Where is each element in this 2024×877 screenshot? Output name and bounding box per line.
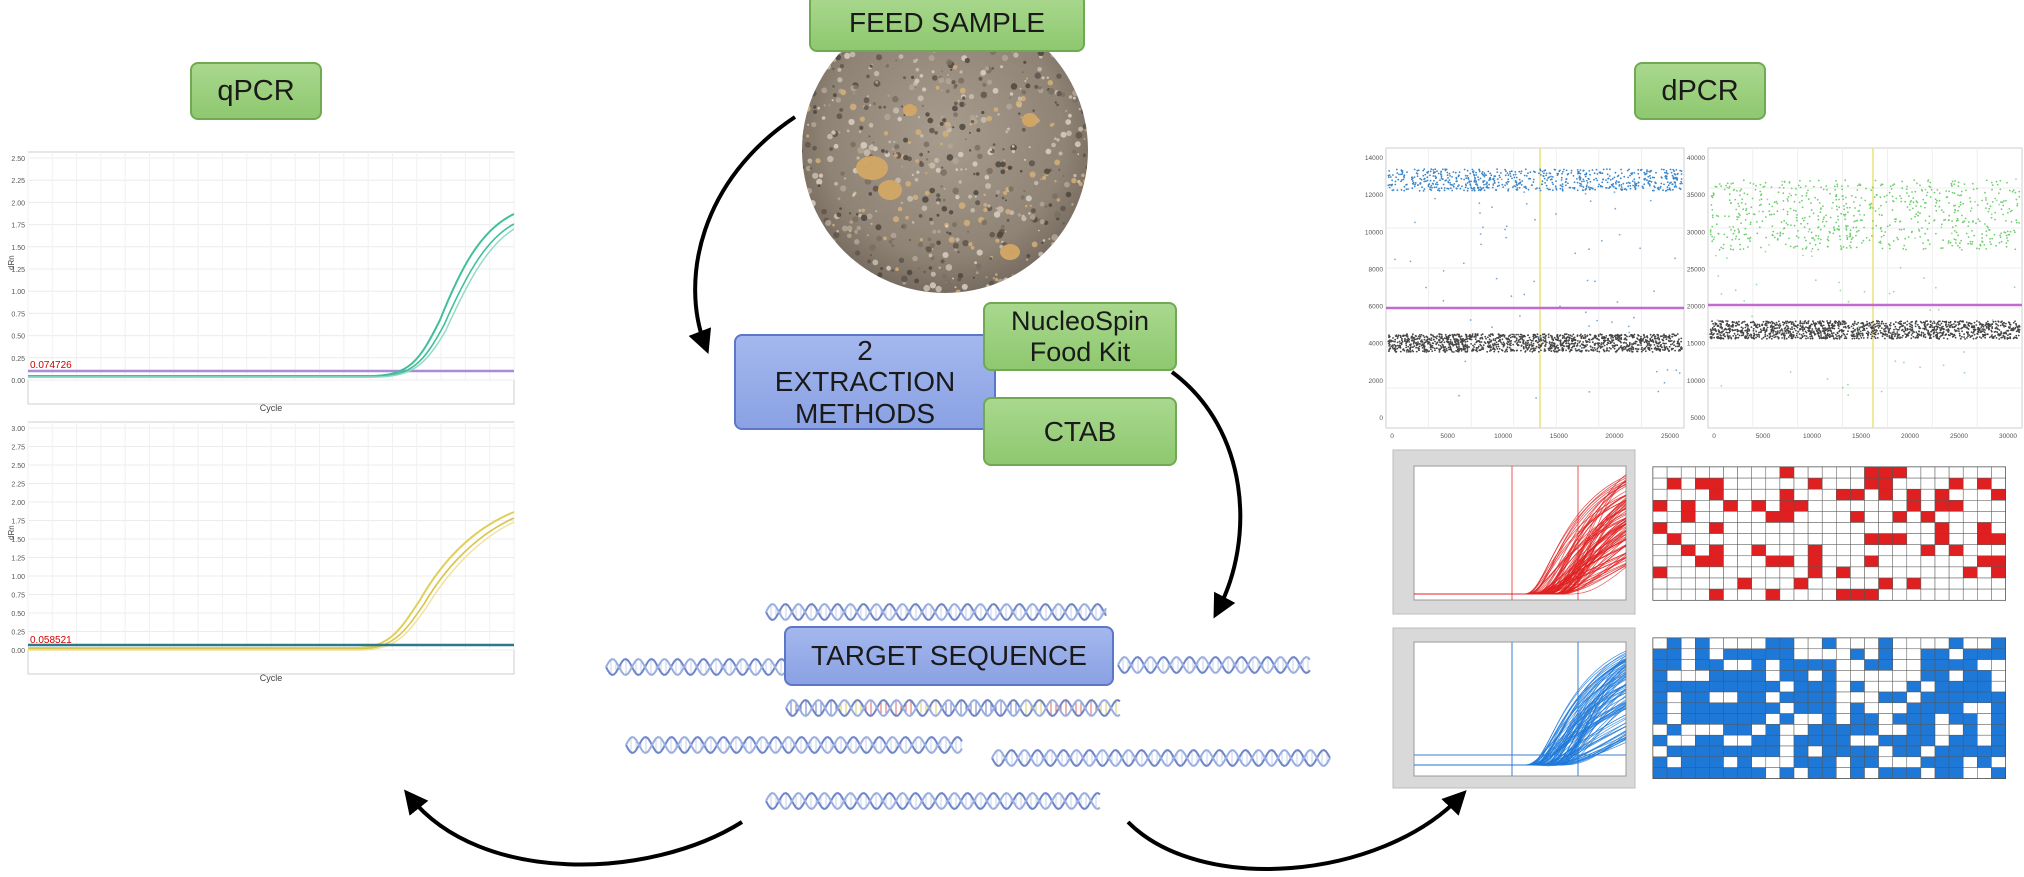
dpcr-x-tick: 0 <box>1390 433 1394 440</box>
qpcr-y-tick: 0.00 <box>11 378 25 385</box>
qpcr-y-tick: 0.50 <box>11 611 25 618</box>
qpcr-y-tick: 2.00 <box>11 500 25 507</box>
dpcr-y-tick: 20000 <box>1687 304 1705 311</box>
arrow-feed-to-extraction <box>688 115 797 354</box>
qpcr-y-tick: 2.25 <box>11 178 25 185</box>
qpcr-y-tick: 3.00 <box>11 426 25 433</box>
dpcr-x-tick: 10000 <box>1803 433 1821 440</box>
dpcr-amplification-blue <box>1392 627 1636 789</box>
dpcr-y-tick: 40000 <box>1687 155 1705 162</box>
qpcr-y-tick: 2.25 <box>11 482 25 489</box>
dpcr-x-tick: 25000 <box>1661 433 1679 440</box>
feed-sample-photo <box>802 7 1088 293</box>
dpcr-x-tick: 30000 <box>1999 433 2017 440</box>
qpcr-y-tick: 0.75 <box>11 311 25 318</box>
qpcr-x-axis-label: Cycle <box>260 403 283 413</box>
qpcr-y-tick: 0.50 <box>11 334 25 341</box>
dpcr-y-tick: 8000 <box>1369 266 1384 273</box>
dpcr-x-tick: 15000 <box>1852 433 1870 440</box>
qpcr-y-tick: 1.75 <box>11 519 25 526</box>
dpcr-partition-grid-blue <box>1652 637 2006 779</box>
dpcr-x-tick: 5000 <box>1440 433 1455 440</box>
qpcr-amplification-curve <box>28 521 515 651</box>
dpcr-x-tick: 25000 <box>1950 433 1968 440</box>
arrow-target-to-dpcr <box>1126 790 1467 871</box>
dpcr-label: dPCR <box>1634 62 1766 120</box>
feed-sample-label: FEED SAMPLE <box>809 0 1085 52</box>
dpcr-x-tick: 20000 <box>1901 433 1919 440</box>
dpcr-x-tick: 0 <box>1712 433 1716 440</box>
dpcr-y-tick: 35000 <box>1687 192 1705 199</box>
qpcr-amplification-curve <box>28 213 515 377</box>
dpcr-x-tick: 15000 <box>1550 433 1568 440</box>
qpcr-amplification-curve <box>28 223 515 378</box>
dna-strands <box>605 603 1331 810</box>
qpcr-y-tick: 0.00 <box>11 648 25 655</box>
dpcr-y-tick: 30000 <box>1687 229 1705 236</box>
qpcr-y-tick: 0.75 <box>11 593 25 600</box>
qpcr-y-axis-label: dRn <box>7 255 16 270</box>
nucleospin-food-kit-box: NucleoSpin Food Kit <box>983 302 1177 371</box>
qpcr-chart-top: 2.50 2.25 2.00 1.75 1.50 1.25 1.00 0.75 0.50 0.25… <box>7 151 515 413</box>
dpcr-y-tick: 2000 <box>1369 378 1384 385</box>
qpcr-y-tick: 1.00 <box>11 574 25 581</box>
qpcr-chart-bottom: 3.00 2.75 2.50 2.25 2.00 1.75 1.50 1.25 1.00 0.75… <box>7 421 515 683</box>
arrow-extraction-to-target <box>1170 370 1243 619</box>
qpcr-y-axis-label: dRn <box>7 525 16 540</box>
ctab-box: CTAB <box>983 397 1177 466</box>
qpcr-amplification-curve <box>28 228 515 378</box>
qpcr-y-tick: 1.25 <box>11 267 25 274</box>
dpcr-y-tick: 12000 <box>1365 192 1383 199</box>
qpcr-threshold-label: 0.074726 <box>30 360 72 371</box>
qpcr-threshold-label: 0.058521 <box>30 635 72 646</box>
qpcr-x-axis-label: Cycle <box>260 673 283 683</box>
qpcr-y-tick: 2.75 <box>11 445 25 452</box>
dpcr-y-tick: 6000 <box>1369 304 1384 311</box>
qpcr-y-tick: 1.25 <box>11 556 25 563</box>
qpcr-y-tick: 1.50 <box>11 245 25 252</box>
dpcr-y-tick: 4000 <box>1369 341 1384 348</box>
dpcr-amplification-red <box>1392 449 1636 615</box>
dpcr-y-tick: 14000 <box>1365 155 1383 162</box>
dpcr-x-tick: 10000 <box>1494 433 1512 440</box>
qpcr-y-tick: 2.50 <box>11 463 25 470</box>
qpcr-y-tick: 1.00 <box>11 289 25 296</box>
arrow-target-to-qpcr <box>404 789 744 867</box>
dpcr-x-tick: 5000 <box>1756 433 1771 440</box>
dpcr-y-tick: 0 <box>1379 415 1383 422</box>
dpcr-y-tick: 25000 <box>1687 266 1705 273</box>
dpcr-y-tick: 5000 <box>1691 415 1706 422</box>
dpcr-partition-grid-red <box>1652 466 2006 601</box>
dpcr-x-tick: 20000 <box>1605 433 1623 440</box>
target-sequence-box: TARGET SEQUENCE <box>784 626 1114 686</box>
extraction-methods-box: 2 EXTRACTION METHODS <box>734 334 996 430</box>
dpcr-y-tick: 15000 <box>1687 341 1705 348</box>
qpcr-y-tick: 0.25 <box>11 630 25 637</box>
qpcr-y-tick: 2.50 <box>11 156 25 163</box>
qpcr-y-tick: 1.75 <box>11 223 25 230</box>
dpcr-y-tick: 10000 <box>1365 229 1383 236</box>
qpcr-y-tick: 0.25 <box>11 356 25 363</box>
dpcr-y-tick: 10000 <box>1687 378 1705 385</box>
qpcr-label: qPCR <box>190 62 322 120</box>
qpcr-y-tick: 1.50 <box>11 537 25 544</box>
dpcr-scatter-right: 400003500030000250002000015000100005000 … <box>1687 147 2023 440</box>
qpcr-y-tick: 2.00 <box>11 200 25 207</box>
